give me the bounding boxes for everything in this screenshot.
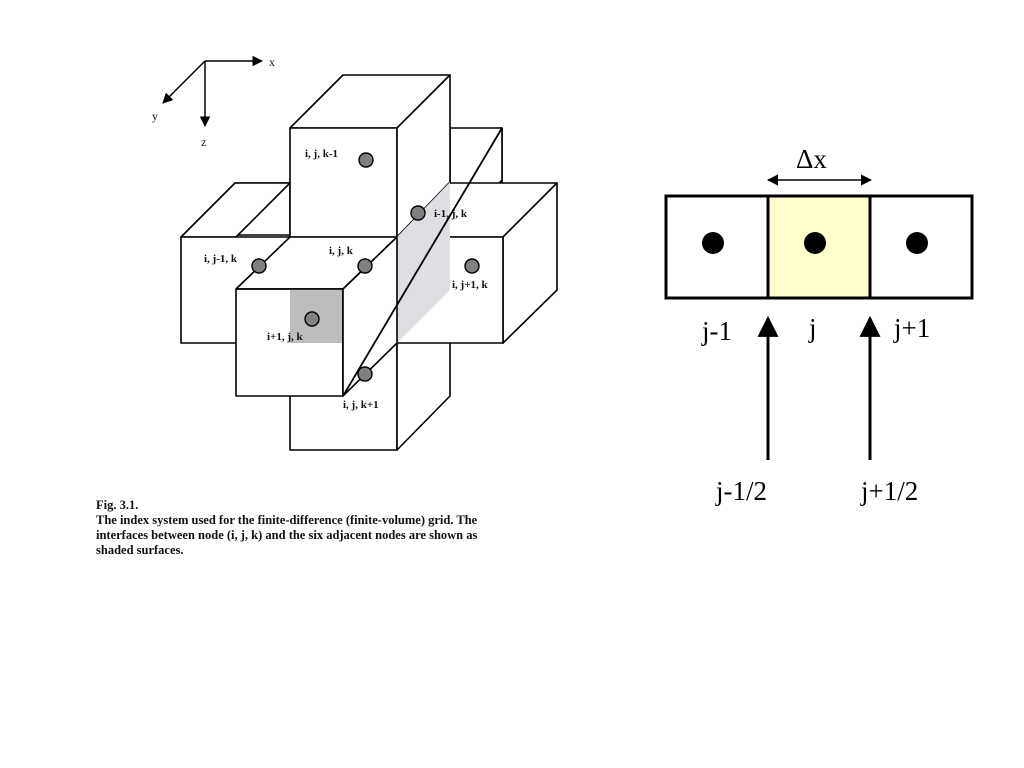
node-label-left: i, j-1, k [204,253,238,265]
node-front [304,311,320,327]
interface-label-right: j+1/2 [860,476,918,506]
node-label-bottom: i, j, k+1 [343,399,379,411]
cell-label-j-minus-1: j-1 [701,316,732,346]
node-top [358,152,374,168]
node-left [251,258,267,274]
figure-caption: Fig. 3.1. The index system used for the … [96,498,636,558]
z-axis-label: z [201,135,206,149]
node-center [357,258,373,274]
cell-label-j-plus-1: j+1 [893,313,930,343]
dx-label: Δx [796,144,827,174]
y-axis-arrow [162,60,206,104]
caption-line: interfaces between node (i, j, k) and th… [96,528,478,542]
node-right [464,258,480,274]
diagonal-edge [342,127,503,397]
node-j [804,232,826,254]
node-j-minus-1 [702,232,724,254]
node-label-right: i, j+1, k [452,279,488,291]
interface-label-left: j-1/2 [715,476,767,506]
cube-right [396,182,558,344]
node-bottom [357,366,373,382]
node-j-plus-1 [906,232,928,254]
caption-line: shaded surfaces. [96,543,184,557]
node-label-front: i+1, j, k [267,331,303,343]
grid-1d: Δx j-1 j j+1 j-1/2 j+1/2 [664,144,974,506]
axis-triad: x y z [152,55,275,149]
stencil-3d: i, j, k-1 i-1, j, k i, j-1, k i, j, k i,… [180,74,558,451]
y-axis-label: y [152,109,158,123]
nodes-3d [251,152,480,382]
caption-title: Fig. 3.1. [96,498,139,512]
caption-line: The index system used for the finite-dif… [96,513,478,527]
node-label-top: i, j, k-1 [305,148,338,160]
cell-label-j: j [808,313,817,343]
node-back [410,205,426,221]
node-label-back: i-1, j, k [434,208,468,220]
x-axis-label: x [269,55,275,69]
node-label-center: i, j, k [329,245,354,257]
